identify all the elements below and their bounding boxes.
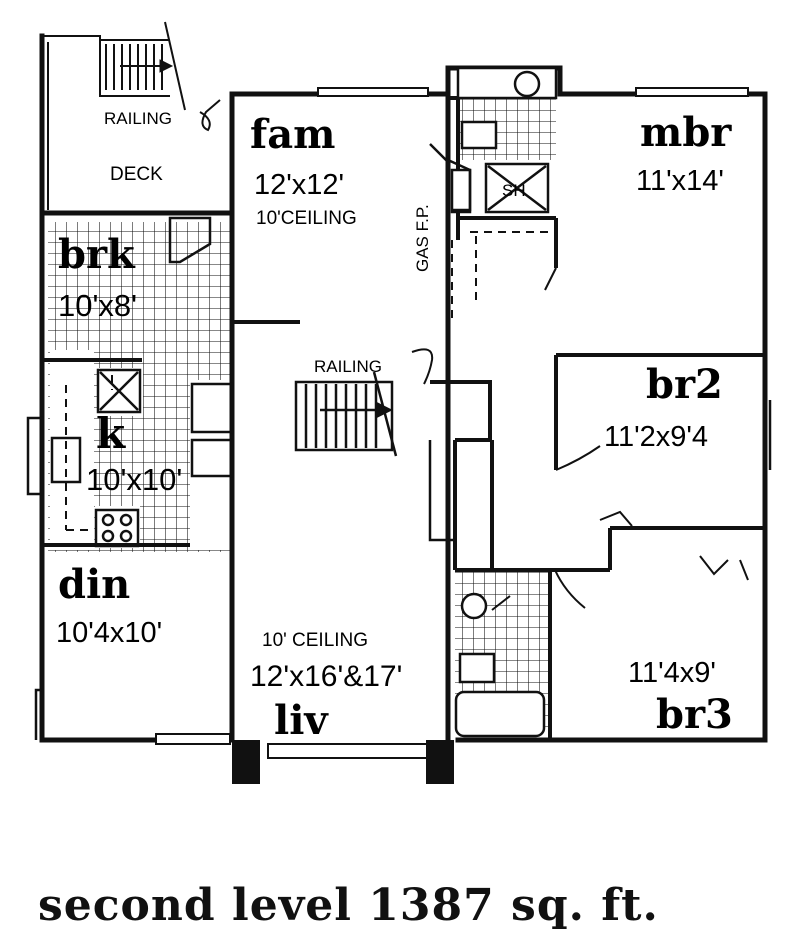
railing-arrow: [411, 348, 434, 385]
deck-label: DECK: [110, 164, 163, 185]
din-dims: 10'4x10': [56, 617, 162, 649]
fam-name: fam: [250, 111, 335, 158]
window-piers: [232, 740, 454, 784]
annotation-labels: RAILING DECK RAILING GAS F.P. SH: [104, 109, 526, 376]
plan-caption: second level 1387 sq. ft.: [38, 880, 659, 931]
room-labels: fam 12'x12' 10'CEILING mbr 11'x14' brk 1…: [56, 109, 733, 744]
gas-fireplace: [429, 143, 472, 212]
br2-dims: 11'2x9'4: [604, 421, 708, 453]
deck: [42, 21, 221, 210]
doors: [491, 267, 749, 611]
interior-walls: [42, 96, 765, 740]
hall-bath-fixtures: [454, 592, 546, 738]
brk-name: brk: [58, 231, 136, 278]
k-dims: 10'x10': [86, 462, 182, 497]
mbr-dims: 11'x14': [636, 165, 724, 197]
brk-dims: 10'x8': [58, 288, 137, 323]
shower-label: SH: [502, 181, 526, 200]
railing-top-label: RAILING: [104, 109, 172, 128]
fam-dims: 12'x12': [254, 169, 344, 201]
liv-dims: 12'x16'&17': [250, 660, 402, 693]
br3-dims: 11'4x9': [628, 657, 716, 689]
master-bath-fixtures: [450, 66, 558, 214]
windows: [155, 87, 749, 759]
br2-name: br2: [646, 361, 723, 408]
main-stair: [294, 371, 455, 542]
din-name: din: [58, 561, 130, 608]
br3-name: br3: [656, 691, 733, 738]
liv-note: 10' CEILING: [262, 630, 368, 651]
fam-note: 10'CEILING: [256, 208, 357, 229]
gas-fp-label: GAS F.P.: [413, 204, 432, 272]
floor-plan: fam 12'x12' 10'CEILING mbr 11'x14' brk 1…: [26, 21, 772, 784]
cabinets: [26, 216, 772, 740]
mbr-name: mbr: [640, 109, 732, 156]
liv-name: liv: [274, 697, 329, 744]
k-name: k: [96, 409, 126, 458]
railing-stair-label: RAILING: [314, 357, 382, 376]
